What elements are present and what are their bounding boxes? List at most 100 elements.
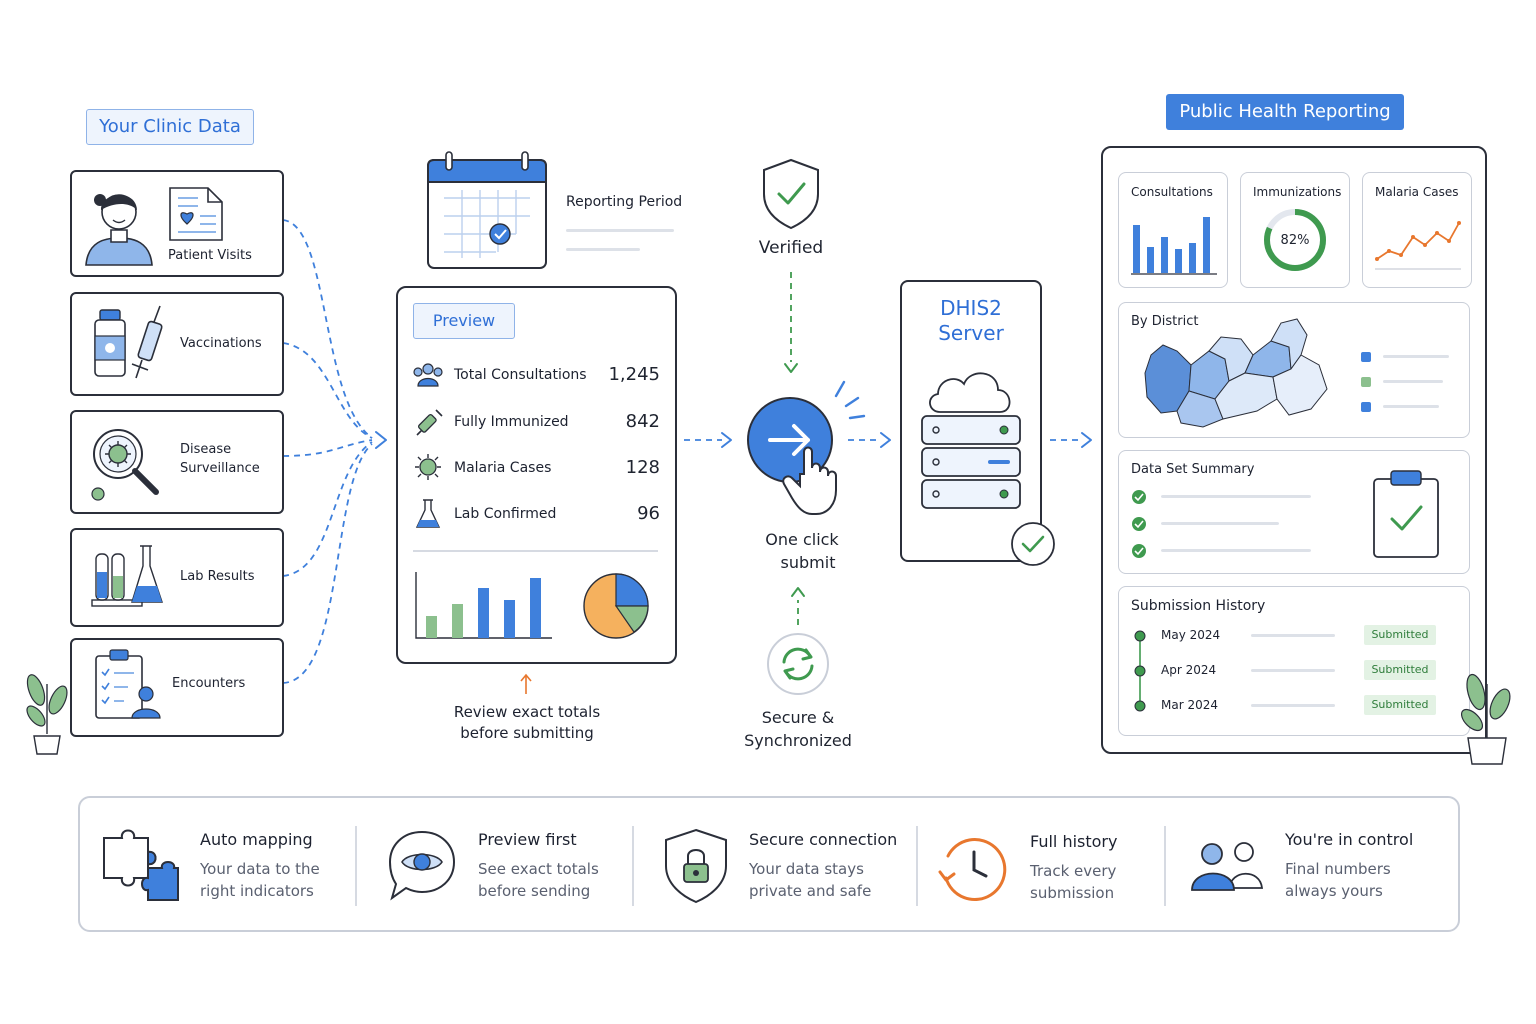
malaria-widget[interactable]: Malaria Cases (1362, 172, 1472, 288)
immunization-percent: 82% (1280, 233, 1310, 248)
placeholder-line (566, 229, 674, 232)
sync-icon (767, 633, 829, 695)
preview-row-label: Total Consultations (454, 367, 587, 383)
preview-row-label: Malaria Cases (454, 460, 552, 476)
feature-title: Secure connection (749, 830, 898, 849)
feature-divider (916, 826, 918, 906)
eye-bubble-icon (388, 830, 456, 901)
chart-bar (1203, 217, 1210, 273)
submission-history-widget[interactable]: Submission History May 2024 Submitted Ap… (1118, 586, 1470, 736)
chart-bar (504, 600, 515, 638)
syringe-small-icon (416, 409, 443, 436)
connector-lab (282, 441, 373, 577)
chart-bar (1133, 225, 1140, 273)
source-card-patient-visits[interactable]: Patient Visits (70, 170, 284, 277)
status-badge: Submitted (1364, 625, 1436, 645)
source-card-vaccinations[interactable]: Vaccinations (70, 292, 284, 396)
source-card-lab-results[interactable]: Lab Results (70, 528, 284, 627)
server-title-line: Server (938, 321, 1004, 345)
source-card-encounters[interactable]: Encounters (70, 638, 284, 737)
legend-swatch (1361, 402, 1371, 412)
preview-bar-chart (415, 572, 552, 639)
flask-icon (415, 499, 441, 528)
feature-divider (632, 826, 634, 906)
source-card-disease-surveillance[interactable]: Disease Surveillance (70, 410, 284, 514)
feature-title: Preview first (478, 830, 577, 849)
consultations-widget[interactable]: Consultations (1118, 172, 1228, 288)
widget-title: By District (1131, 314, 1199, 329)
connector-patient-visits (282, 219, 373, 439)
chart-bar (1175, 249, 1182, 273)
feature-title: Full history (1030, 832, 1118, 851)
arrowhead-server-reporting (1081, 432, 1092, 448)
submit-caption-line: submit (780, 553, 836, 572)
widget-title: Submission History (1131, 598, 1266, 614)
widget-title: Consultations (1131, 185, 1213, 199)
preview-row-value: 128 (625, 457, 660, 478)
preview-card: Preview Total Consultations 1,245 Fully … (396, 286, 677, 664)
history-line (1251, 704, 1335, 707)
feature-title: Auto mapping (200, 830, 313, 849)
reporting-period-label: Reporting Period (566, 194, 683, 210)
placeholder-line (566, 248, 640, 251)
server-check-icon (1011, 522, 1055, 566)
preview-pie-chart (583, 573, 649, 639)
syringe-icon (131, 305, 163, 379)
preview-caption-line: before submitting (460, 724, 594, 742)
preview-tag[interactable]: Preview (413, 303, 515, 339)
widget-title: Immunizations (1253, 185, 1342, 199)
history-month: Apr 2024 (1161, 663, 1217, 677)
feature-subtitle-line: private and safe (749, 882, 872, 900)
source-label: Disease Surveillance (180, 442, 260, 476)
submit-button[interactable] (740, 378, 870, 524)
preview-row-value: 842 (625, 411, 660, 432)
district-map-widget[interactable]: By District (1118, 302, 1470, 438)
chart-bar (426, 616, 437, 638)
source-label: Vaccinations (180, 336, 262, 351)
connector-disease (282, 439, 373, 457)
up-arrow-icon (520, 673, 532, 694)
source-label: Patient Visits (168, 248, 252, 263)
source-label: Encounters (172, 676, 246, 691)
plant-decoration-right (1460, 673, 1511, 765)
shield-lock-icon (665, 828, 727, 904)
legend-line (1383, 405, 1439, 408)
feature-subtitle-line: Final numbers (1285, 860, 1391, 878)
feature-subtitle-line: right indicators (200, 882, 314, 900)
chart-bar (530, 578, 541, 638)
history-line (1251, 669, 1335, 672)
reporting-dashboard: Consultations Immunizations 82% Malaria … (1101, 146, 1487, 754)
arrowhead-sources (375, 431, 387, 449)
data-set-summary-widget[interactable]: Data Set Summary (1118, 450, 1470, 574)
history-month: Mar 2024 (1161, 698, 1218, 712)
feature-title: You're in control (1285, 830, 1414, 849)
history-line (1251, 634, 1335, 637)
submit-caption: One click submit (742, 528, 862, 574)
preview-row-value: 1,245 (608, 364, 660, 385)
divider (413, 550, 658, 552)
immunizations-widget[interactable]: Immunizations 82% (1240, 172, 1350, 288)
plant-decoration-left (26, 674, 68, 755)
feature-subtitle-line: always yours (1285, 882, 1383, 900)
preview-row-label: Lab Confirmed (454, 506, 557, 522)
chart-bar (1189, 243, 1196, 273)
dhis2-server-card: DHIS2 Server (900, 280, 1042, 562)
calendar-icon (427, 151, 547, 269)
legend-line (1383, 380, 1443, 383)
sync-caption: Secure & Synchronized (730, 706, 866, 752)
arrowhead-verified (784, 363, 798, 373)
feature-subtitle: Track every submission (1030, 860, 1116, 904)
summary-checklist (1132, 490, 1311, 558)
arrowhead-preview-submit (721, 432, 732, 448)
preview-row-value: 96 (637, 503, 660, 524)
server-title: DHIS2 Server (902, 296, 1040, 346)
history-clock-icon (938, 838, 1007, 901)
connector-vaccinations (282, 342, 373, 439)
cloud-server-icon (921, 372, 1021, 509)
shield-check-icon (763, 158, 819, 230)
chart-bar (452, 604, 463, 638)
test-tubes-icon (91, 545, 163, 607)
feature-subtitle-line: Your data to the (200, 860, 320, 878)
arrowhead-sync (791, 587, 805, 597)
